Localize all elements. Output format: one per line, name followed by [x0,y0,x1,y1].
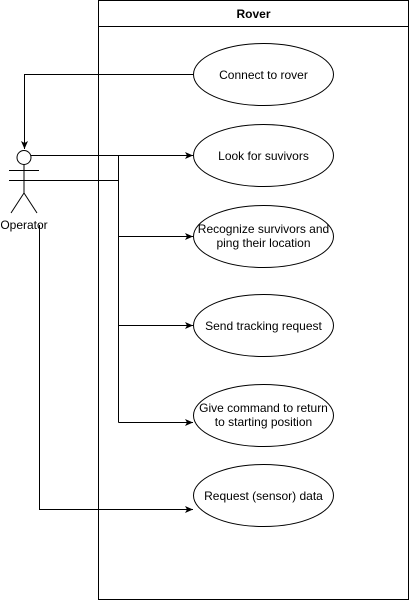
actor-left-leg [10,192,25,214]
system-title: Rover [236,7,270,21]
actor-right-leg [23,192,38,214]
use-case-return-to-start[interactable]: Give command to return to starting posit… [193,384,334,447]
use-case-look-for-survivors[interactable]: Look for suvivors [193,124,334,187]
use-case-ellipse [193,464,334,527]
use-case-request-sensor-data[interactable]: Request (sensor) data [193,464,334,527]
use-case-label-line-1: Give command to return [199,401,328,415]
connector-request-data [39,225,193,513]
actor-operator[interactable]: Operator [0,150,48,233]
use-case-label-line-1: Recognize survivors and [198,222,329,236]
use-case-send-tracking-request[interactable]: Send tracking request [193,294,334,357]
use-case-recognize-survivors[interactable]: Recognize survivors and ping their locat… [193,205,334,268]
use-case-label: Look for suvivors [218,149,309,163]
use-case-label: Request (sensor) data [204,489,323,503]
actor-name: Operator [0,218,47,232]
use-case-label: Connect to rover [219,68,308,82]
use-case-ellipse [193,294,334,357]
use-case-ellipse [193,205,334,268]
connector-connect-to-rover [21,74,193,149]
use-case-label-line-2: to starting position [215,415,312,429]
use-case-label: Send tracking request [205,319,322,333]
connectors [9,74,193,513]
use-case-ellipse [193,43,334,106]
actor-head [16,150,32,165]
use-case-connect-to-rover[interactable]: Connect to rover [193,43,334,106]
use-case-ellipse [193,384,334,447]
use-case-label-line-2: ping their location [216,236,310,250]
use-case-ellipse [193,124,334,187]
